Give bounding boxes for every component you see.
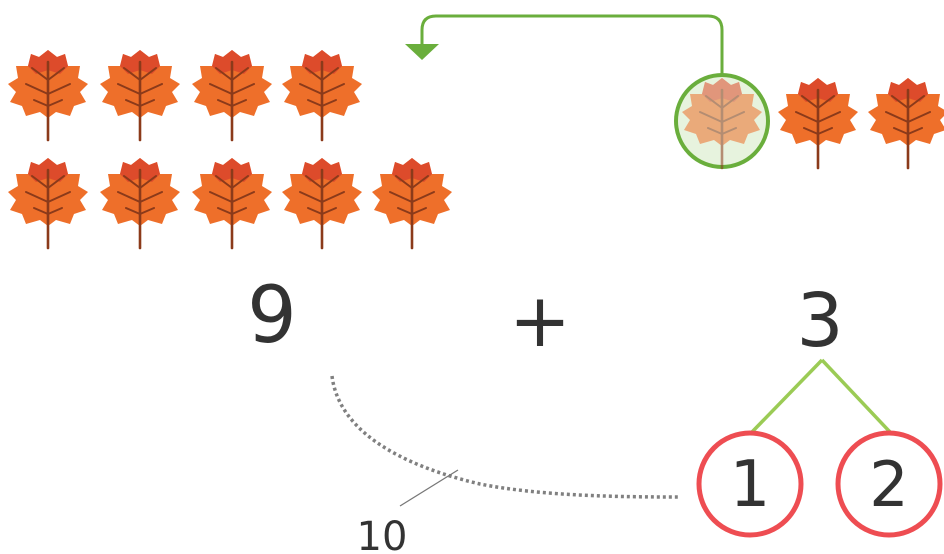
make-ten-label: 10 (357, 514, 408, 554)
leaf-icon (866, 76, 944, 170)
make-ten-dotted-arc (330, 375, 679, 499)
part-two-value: 2 (869, 448, 908, 521)
right-addend: 3 (796, 278, 843, 364)
leaf-icon (6, 156, 90, 250)
right-leaf-group (674, 73, 944, 170)
left-leaf-group (6, 48, 454, 250)
move-arrow (420, 14, 724, 76)
plus-sign: + (509, 278, 571, 364)
leaf-icon (280, 48, 364, 142)
arrow-head-icon (405, 44, 439, 60)
leaf-icon (98, 48, 182, 142)
leaf-icon (6, 48, 90, 142)
leaf-icon (280, 156, 364, 250)
leaf-icon (776, 76, 860, 170)
branch-line-right (820, 358, 892, 434)
leaf-icon (370, 156, 454, 250)
label-pointer-line (399, 469, 459, 507)
branch-line-left (750, 358, 824, 434)
leaf-icon (190, 48, 274, 142)
part-two-circle (835, 430, 943, 538)
leaf-icon (98, 156, 182, 250)
left-addend: 9 (247, 271, 297, 361)
leaf-icon (190, 156, 274, 250)
part-one-value: 1 (730, 448, 771, 522)
part-one-circle (696, 430, 804, 538)
